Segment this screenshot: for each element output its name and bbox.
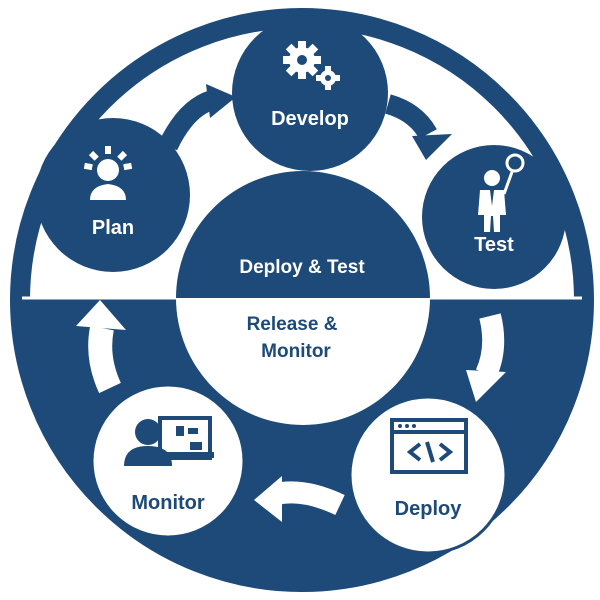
- stage-monitor-label: Monitor: [131, 492, 205, 514]
- cycle-arrows: [76, 84, 506, 522]
- center-bottom-label-line2: Monitor: [261, 341, 331, 362]
- person-idea-icon: [83, 146, 133, 200]
- arrow-monitor-to-plan: [76, 300, 126, 394]
- person-magnifier-icon: [478, 153, 525, 232]
- person-screen-icon: [124, 416, 214, 466]
- center-bottom-label-line1: Release &: [247, 314, 338, 335]
- code-window-icon: [390, 418, 468, 474]
- center-top-label: Deploy & Test: [239, 257, 365, 278]
- center-top-half: [176, 171, 430, 298]
- stage-develop: Develop: [232, 15, 388, 171]
- stage-deploy-label: Deploy: [395, 498, 463, 520]
- arrow-develop-to-test: [384, 94, 452, 160]
- arrow-plan-to-develop: [158, 84, 236, 151]
- stage-test: Test: [422, 145, 566, 289]
- stage-plan: Plan: [36, 118, 190, 272]
- stage-develop-label: Develop: [271, 108, 349, 130]
- arrow-test-to-deploy: [466, 313, 506, 402]
- center-bottom-half: [176, 298, 430, 425]
- gears-icon: [283, 41, 340, 90]
- arrow-deploy-to-monitor: [254, 476, 345, 522]
- stage-monitor: Monitor: [90, 383, 246, 539]
- stage-deploy: Deploy: [348, 395, 508, 555]
- center-circle: Deploy & Test Release & Monitor: [176, 171, 430, 425]
- stage-plan-label: Plan: [92, 217, 134, 239]
- stage-test-label: Test: [474, 234, 514, 256]
